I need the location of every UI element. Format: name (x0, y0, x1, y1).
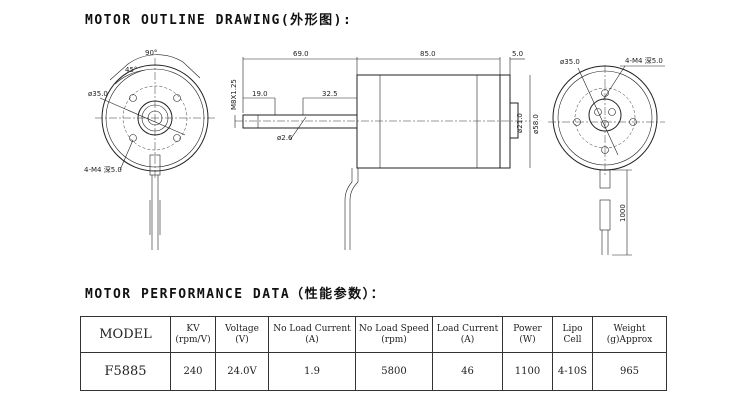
header-weight: Weight(g)Approx (592, 316, 667, 353)
header-load-current: Load Current(A) (432, 316, 503, 353)
rear-holes-label: 4-M4 深5.0 (625, 56, 663, 65)
front-view: 90° 45° ø35.0 4-M4 深5.0 (84, 49, 215, 250)
thread-length-label: 19.0 (252, 90, 268, 98)
performance-title: MOTOR PERFORMANCE DATA（性能参数）： (85, 287, 386, 302)
rear-pcd-label: ø35.0 (560, 58, 580, 66)
outline-title: MOTOR OUTLINE DRAWING(外形图): (85, 13, 353, 28)
outline-drawing: 90° 45° ø35.0 4-M4 深5.0 69.0 85.0 (84, 49, 665, 256)
cell-lipo-cell: 4-10S (552, 352, 593, 391)
cell-no-load-current: 1.9 (268, 352, 356, 391)
cell-power: 1100 (502, 352, 553, 391)
total-length-label: 69.0 (293, 50, 309, 58)
table-header-row: MODEL KV(rpm/V) Voltage(V) No Load Curre… (80, 316, 667, 353)
thread-label: M8X1.25 (230, 79, 238, 110)
angle-90-label: 90° (145, 49, 157, 57)
header-voltage: Voltage(V) (215, 316, 269, 353)
cell-kv: 240 (170, 352, 216, 391)
body-diameter-label: ø58.0 (532, 114, 540, 134)
cell-voltage: 24.0V (215, 352, 269, 391)
side-view: 69.0 85.0 5.0 M8X1.25 19.0 32.5 ø2.6 ø21… (230, 50, 540, 250)
front-holes-label: 4-M4 深5.0 (84, 165, 122, 174)
cell-load-current: 46 (432, 352, 503, 391)
cable-length-label: 1000 (619, 204, 627, 222)
cell-weight: 965 (592, 352, 667, 391)
cell-no-load-speed: 5800 (355, 352, 433, 391)
body-length-label: 85.0 (420, 50, 436, 58)
performance-table: MODEL KV(rpm/V) Voltage(V) No Load Curre… (80, 316, 667, 391)
header-no-load-current: No Load Current(A) (268, 316, 356, 353)
header-model: MODEL (80, 316, 171, 353)
flange-length-label: 5.0 (512, 50, 523, 58)
shaft-length-label: 32.5 (322, 90, 338, 98)
pin-diameter-label: ø2.6 (277, 134, 293, 142)
angle-45-label: 45° (125, 66, 137, 74)
rear-view: ø35.0 4-M4 深5.0 1000 (548, 56, 665, 256)
cell-model: F5885 (80, 352, 171, 391)
boss-diameter-label: ø21.0 (516, 113, 524, 133)
header-no-load-speed: No Load Speed(rpm) (355, 316, 433, 353)
header-kv: KV(rpm/V) (170, 316, 216, 353)
header-power: Power(W) (502, 316, 553, 353)
front-pcd-label: ø35.0 (88, 90, 108, 98)
table-row: F5885 240 24.0V 1.9 5800 46 1100 4-10S 9… (80, 352, 667, 391)
